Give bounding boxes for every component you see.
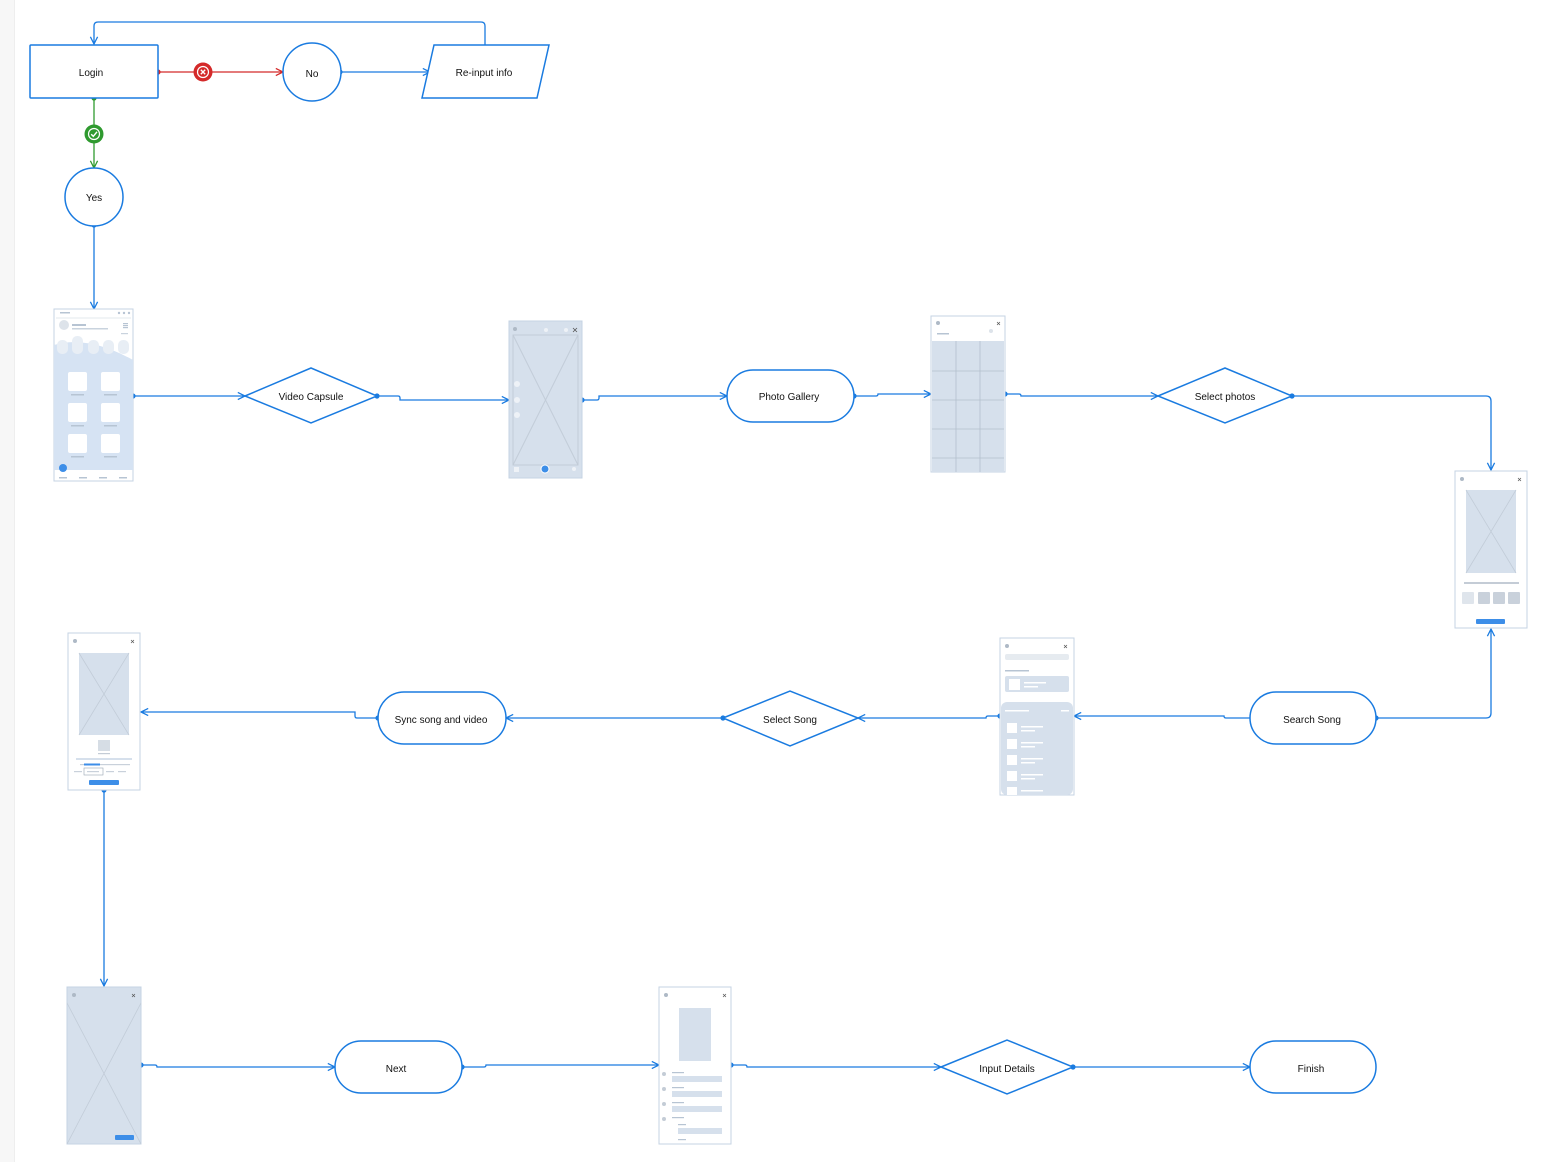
node-input-details[interactable]: Input Details [939, 1039, 1075, 1095]
connector-selectphotos-preview [1292, 395, 1491, 470]
node-login-label: Login [79, 68, 103, 79]
connector-grid-selectphotos [1005, 394, 1158, 396]
wireframe-details-screen[interactable] [658, 986, 732, 1145]
connector-details-inputdetails [731, 1065, 941, 1067]
node-video-capsule-label: Video Capsule [279, 392, 344, 403]
node-select-song[interactable]: Select Song [721, 690, 861, 747]
connector-gallery-grid [854, 394, 931, 396]
wireframe-songlist-screen[interactable] [999, 637, 1075, 796]
connector-export-next [141, 1065, 335, 1067]
connector-sync-syncscreen [141, 712, 378, 719]
node-select-photos-label: Select photos [1195, 392, 1256, 403]
node-next-label: Next [386, 1064, 407, 1075]
node-finish-label: Finish [1298, 1064, 1325, 1075]
left-rail [0, 0, 15, 1162]
wireframe-export-screen[interactable] [66, 986, 142, 1145]
node-video-capsule[interactable]: Video Capsule [243, 367, 379, 424]
node-no[interactable]: No [282, 42, 342, 102]
node-sync[interactable]: Sync song and video [377, 691, 507, 745]
node-search-song[interactable]: Search Song [1249, 691, 1377, 745]
connector-searchsong-songlist [1074, 716, 1250, 718]
wireframe-gallery-screen[interactable] [930, 315, 1006, 473]
node-input-details-label: Input Details [979, 1064, 1035, 1075]
node-reinput-label: Re-input info [456, 68, 513, 79]
connector-camera-gallery [582, 396, 727, 401]
wireframe-home-screen[interactable] [53, 308, 134, 482]
node-yes[interactable]: Yes [64, 167, 124, 227]
node-yes-label: Yes [86, 193, 102, 204]
node-search-song-label: Search Song [1283, 715, 1341, 726]
avatar [59, 320, 69, 330]
wireframe-preview-screen[interactable] [1454, 470, 1528, 629]
connector-videocapsule-camera [377, 395, 509, 400]
wireframe-camera-screen[interactable] [508, 320, 583, 479]
node-sync-label: Sync song and video [395, 715, 488, 726]
connector-reinput-login [94, 21, 486, 45]
node-finish[interactable]: Finish [1249, 1040, 1377, 1094]
check-circle-icon [84, 124, 104, 144]
node-login[interactable]: Login [29, 44, 159, 99]
node-select-photos[interactable]: Select photos [1156, 367, 1294, 424]
connector-searchsong-preview [1376, 629, 1491, 719]
x-circle-icon [193, 62, 213, 82]
node-photo-gallery-label: Photo Gallery [759, 392, 820, 403]
connector-next-details [462, 1065, 659, 1067]
node-select-song-label: Select Song [763, 715, 817, 726]
node-photo-gallery[interactable]: Photo Gallery [726, 369, 855, 423]
node-next[interactable]: Next [334, 1040, 463, 1094]
node-reinput[interactable]: Re-input info [421, 44, 550, 99]
connector-songlist-selectsong [858, 716, 1000, 718]
wireframe-sync-screen[interactable] [67, 632, 141, 791]
node-no-label: No [306, 69, 319, 80]
